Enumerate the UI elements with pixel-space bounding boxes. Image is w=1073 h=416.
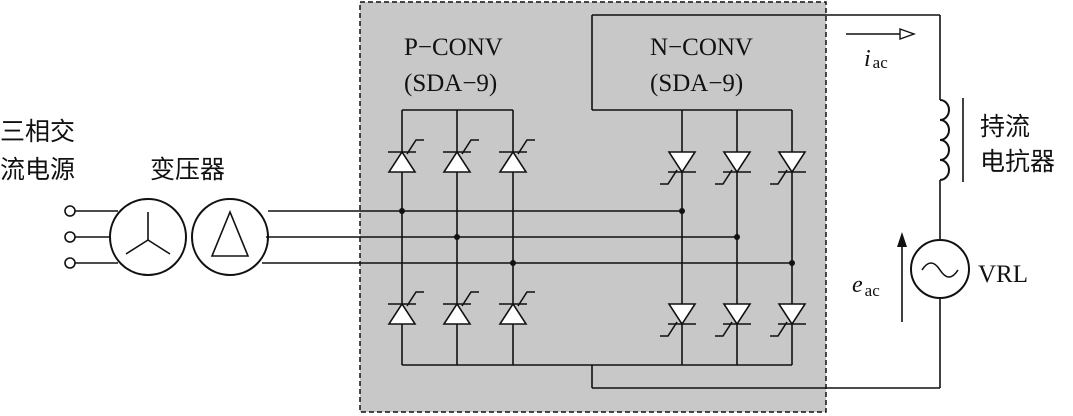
source-label-line2: 流电源 xyxy=(0,155,75,184)
vrl-source xyxy=(910,239,970,299)
vrl-label: VRL xyxy=(978,261,1028,288)
thyristor xyxy=(770,151,807,185)
thyristor xyxy=(442,291,479,325)
reactor-label-line1: 持流 xyxy=(980,112,1030,141)
terminal-c xyxy=(64,257,76,269)
thyristor xyxy=(660,151,697,185)
p-conv-thyristors xyxy=(387,139,535,325)
thyristor xyxy=(442,139,479,173)
p-conv-model: (SDA−9) xyxy=(404,70,497,97)
current-symbol: i xyxy=(864,46,871,72)
wye-symbol xyxy=(125,212,171,255)
thyristor xyxy=(715,303,752,337)
voltage-subscript: ac xyxy=(865,281,881,300)
thyristor xyxy=(715,151,752,185)
thyristor xyxy=(387,139,424,173)
voltage-symbol: e xyxy=(852,272,863,298)
reactor-label-line2: 电抗器 xyxy=(980,147,1055,176)
reactor-coil-icon xyxy=(939,98,964,182)
n-conv-model: (SDA−9) xyxy=(650,70,743,97)
voltage-arrow xyxy=(897,232,907,322)
ac-bus-lines xyxy=(262,210,792,264)
transformer-label: 变压器 xyxy=(150,155,225,184)
thyristor xyxy=(770,303,807,337)
thyristor xyxy=(498,139,535,173)
thyristor xyxy=(660,303,697,337)
transformer xyxy=(109,198,269,276)
p-conv-title: P−CONV xyxy=(404,34,503,61)
thyristor xyxy=(387,291,424,325)
delta-symbol xyxy=(210,209,250,257)
terminal-a xyxy=(64,205,76,217)
current-subscript: ac xyxy=(873,53,889,72)
terminal-b xyxy=(64,231,76,243)
source-terminals xyxy=(64,205,118,269)
primary-winding xyxy=(109,198,187,276)
thyristor xyxy=(498,291,535,325)
current-arrow xyxy=(846,28,917,40)
output-loop xyxy=(591,14,941,389)
converter-panel xyxy=(359,1,827,413)
n-conv-title: N−CONV xyxy=(650,34,753,61)
n-conv-thyristors xyxy=(660,151,807,337)
source-label-line1: 三相交 xyxy=(0,117,75,146)
